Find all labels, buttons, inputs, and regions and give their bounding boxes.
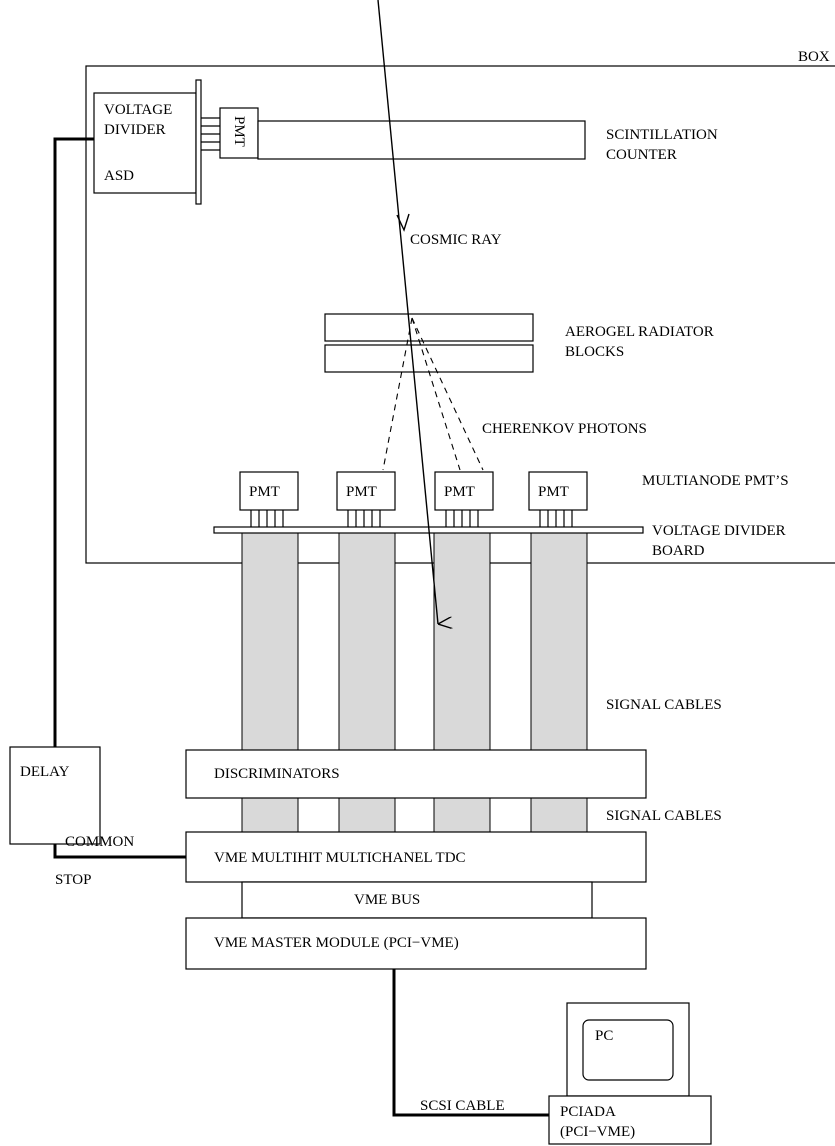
aerogel-block-bottom <box>324 344 534 373</box>
cherenkov-photons <box>382 317 484 471</box>
multianode-pmt-4: PMT <box>528 471 588 527</box>
signal-cables-lower <box>241 797 588 833</box>
vme-master-module <box>185 917 647 970</box>
cosmic-ray-track <box>377 0 438 624</box>
scsi-cable-label: SCSI CABLE <box>420 1098 505 1114</box>
vme-master-label: VME MASTER MODULE (PCI−VME) <box>214 935 459 951</box>
pmt-pins-small <box>201 117 220 151</box>
multianode-pmt-2: PMT <box>336 471 396 527</box>
aerogel-radiator-label: AEROGEL RADIATOR <box>565 324 714 340</box>
signal-cables-upper <box>241 526 588 751</box>
pc-screen <box>582 1019 674 1081</box>
discriminators-label: DISCRIMINATORS <box>214 766 340 782</box>
cherenkov-photons-label: CHERENKOV PHOTONS <box>482 421 647 437</box>
cosmic-ray-label: COSMIC RAY <box>410 232 502 248</box>
pmt-3-label: PMT <box>444 484 475 500</box>
delay-module <box>9 746 101 845</box>
scintillator-pmt-label: PMT <box>231 116 247 147</box>
aerogel-block-top <box>324 313 534 342</box>
multianode-pmt-1: PMT <box>239 471 299 527</box>
discriminators-module <box>185 749 647 799</box>
voltage-divider-asd-box <box>93 92 197 194</box>
scintillation-label: SCINTILLATION <box>606 127 718 143</box>
tdc-module <box>185 831 647 883</box>
scintillator-signal-line <box>53 137 94 747</box>
signal-cables-label-2: SIGNAL CABLES <box>606 808 722 824</box>
common-stop-line <box>53 844 186 859</box>
board-label: BOARD <box>652 543 705 559</box>
stop-label: STOP <box>55 872 91 888</box>
divider-label: DIVIDER <box>104 122 166 138</box>
signal-cables-label-1: SIGNAL CABLES <box>606 697 722 713</box>
pciada-sub-label: (PCI−VME) <box>560 1124 635 1140</box>
voltage-divider-label: VOLTAGE DIVIDER <box>652 523 786 539</box>
asd-label: ASD <box>104 168 134 184</box>
pciada-label: PCIADA <box>560 1104 616 1120</box>
pmt-1-label: PMT <box>249 484 280 500</box>
pc-label: PC <box>595 1028 613 1044</box>
cosmic-ray-arrow-head-mid <box>396 213 410 232</box>
counter-label: COUNTER <box>606 147 677 163</box>
pmt-4-label: PMT <box>538 484 569 500</box>
vme-bus <box>241 881 593 919</box>
blocks-label: BLOCKS <box>565 344 624 360</box>
multianode-pmts-label: MULTIANODE PMT’S <box>642 473 789 489</box>
vme-bus-label: VME BUS <box>354 892 420 908</box>
delay-label: DELAY <box>20 764 70 780</box>
pmt-2-label: PMT <box>346 484 377 500</box>
scsi-cable <box>392 969 549 1117</box>
multianode-pmt-3: PMT <box>434 471 494 527</box>
common-label: COMMON <box>65 834 134 850</box>
tdc-label: VME MULTIHIT MULTICHANEL TDC <box>214 850 466 866</box>
mounting-plate <box>195 79 202 205</box>
box-label: BOX <box>798 49 830 65</box>
pciada-box <box>548 1095 712 1145</box>
scintillation-counter <box>257 120 586 160</box>
voltage-label: VOLTAGE <box>104 102 172 118</box>
